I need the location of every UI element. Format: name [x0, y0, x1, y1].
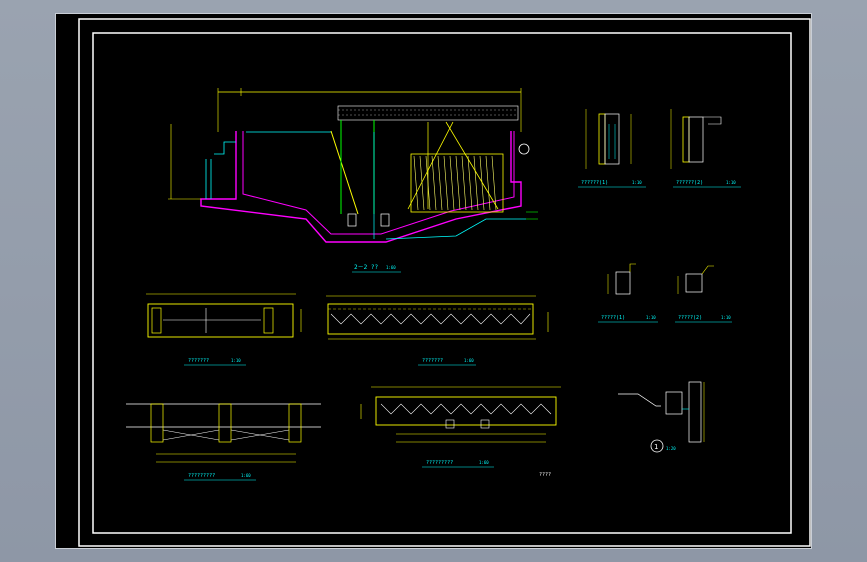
node-scale: 1:20: [666, 446, 676, 451]
detail2-title: ??????(2): [676, 180, 703, 186]
section-2-2: 2－2 ?? 1:60: [168, 88, 538, 273]
node-detail: 1 1:20: [618, 381, 705, 453]
detail1-title: ??????(1): [581, 180, 608, 186]
plan2-title: ???????: [422, 358, 443, 364]
cad-viewport[interactable]: 2－2 ?? 1:60 ??????? 1:10 ??????? 1:60: [55, 13, 812, 549]
detail4-scale: 1:10: [721, 315, 731, 320]
detail-3: ?????(1) 1:10: [598, 263, 658, 323]
detail-1: ??????(1) 1:10: [578, 109, 646, 188]
plan-view-3: ????????? 1:60: [126, 403, 321, 481]
detail3-scale: 1:10: [646, 315, 656, 320]
node-number: 1: [654, 443, 658, 451]
outer-frame: [78, 18, 811, 547]
plan-view-1: ??????? 1:10: [146, 293, 302, 366]
plan1-title: ???????: [188, 358, 209, 364]
plan-view-4: ????????? 1:60: [360, 386, 561, 468]
plan2-scale: 1:60: [464, 358, 474, 363]
detail1-scale: 1:10: [632, 180, 642, 185]
detail-4: ?????(2) 1:10: [675, 265, 732, 323]
detail3-title: ?????(1): [601, 315, 625, 321]
plan4-title: ?????????: [426, 460, 453, 466]
section-title: 2－2 ??: [354, 264, 378, 271]
drawing-canvas: 2－2 ?? 1:60 ??????? 1:10 ??????? 1:60: [78, 18, 811, 547]
plan3-scale: 1:60: [241, 473, 251, 478]
section-scale: 1:60: [386, 265, 396, 270]
note-text: ????: [539, 472, 551, 478]
plan4-scale: 1:60: [479, 460, 489, 465]
plan1-scale: 1:10: [231, 358, 241, 363]
detail4-title: ?????(2): [678, 315, 702, 321]
detail-2: ??????(2) 1:10: [670, 109, 741, 188]
inner-frame: [92, 32, 792, 534]
detail2-scale: 1:10: [726, 180, 736, 185]
plan-view-2: ??????? 1:60: [326, 295, 549, 366]
plan3-title: ?????????: [188, 473, 215, 479]
